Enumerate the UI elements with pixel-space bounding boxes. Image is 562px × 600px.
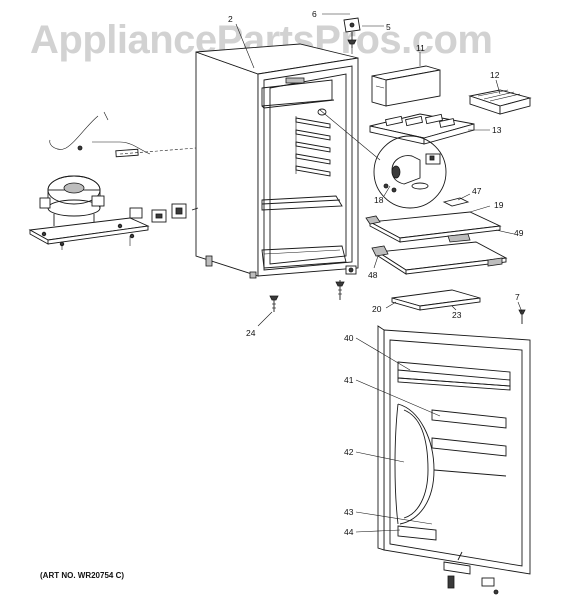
- callout-6: 6: [312, 9, 317, 19]
- cabinet: [195, 43, 359, 300]
- callout-47: 47: [472, 186, 482, 196]
- door-screw: [518, 309, 526, 324]
- callout-24: 24: [246, 328, 256, 338]
- callout-labels: 2 5 6 7 11 12 13 18 19 20 23 24 40 41 42…: [228, 9, 524, 537]
- callout-7: 7: [515, 292, 520, 302]
- compressor-assembly: [28, 111, 199, 250]
- bottom-hinge: [345, 265, 357, 275]
- callout-44: 44: [344, 527, 354, 537]
- callout-18: 18: [374, 195, 384, 205]
- callout-48: 48: [368, 270, 378, 280]
- shelf-support: [442, 197, 470, 207]
- drip-tray: [369, 113, 475, 145]
- callout-19: 19: [494, 200, 504, 210]
- bottom-screw: [335, 280, 345, 300]
- callout-23: 23: [452, 310, 462, 320]
- lower-shelf: [371, 241, 508, 275]
- ice-tray: [468, 89, 532, 115]
- callout-40: 40: [344, 333, 354, 343]
- top-hinge: [343, 17, 361, 54]
- electrical-components: [129, 203, 199, 223]
- fresh-food-door: [377, 325, 531, 595]
- callout-41: 41: [344, 375, 354, 385]
- callout-13: 13: [492, 125, 502, 135]
- callout-11: 11: [416, 43, 425, 53]
- door-stop-parts: [481, 577, 499, 595]
- callout-5: 5: [386, 22, 391, 32]
- shelf-rails: [295, 116, 331, 177]
- callout-49: 49: [514, 228, 524, 238]
- leveling-foot: [269, 295, 279, 312]
- callout-12: 12: [490, 70, 500, 80]
- callout-43: 43: [344, 507, 354, 517]
- freezer-door: [371, 65, 441, 107]
- callout-20: 20: [372, 304, 382, 314]
- upper-shelf: [365, 211, 502, 243]
- art-number: (ART NO. WR20754 C): [40, 571, 124, 580]
- door-hinge-pin: [443, 551, 471, 589]
- thermostat-detail: [319, 109, 447, 209]
- callout-42: 42: [344, 447, 354, 457]
- crisper-cover: [391, 289, 481, 311]
- leader-lines: [235, 13, 523, 533]
- callout-2: 2: [228, 14, 233, 24]
